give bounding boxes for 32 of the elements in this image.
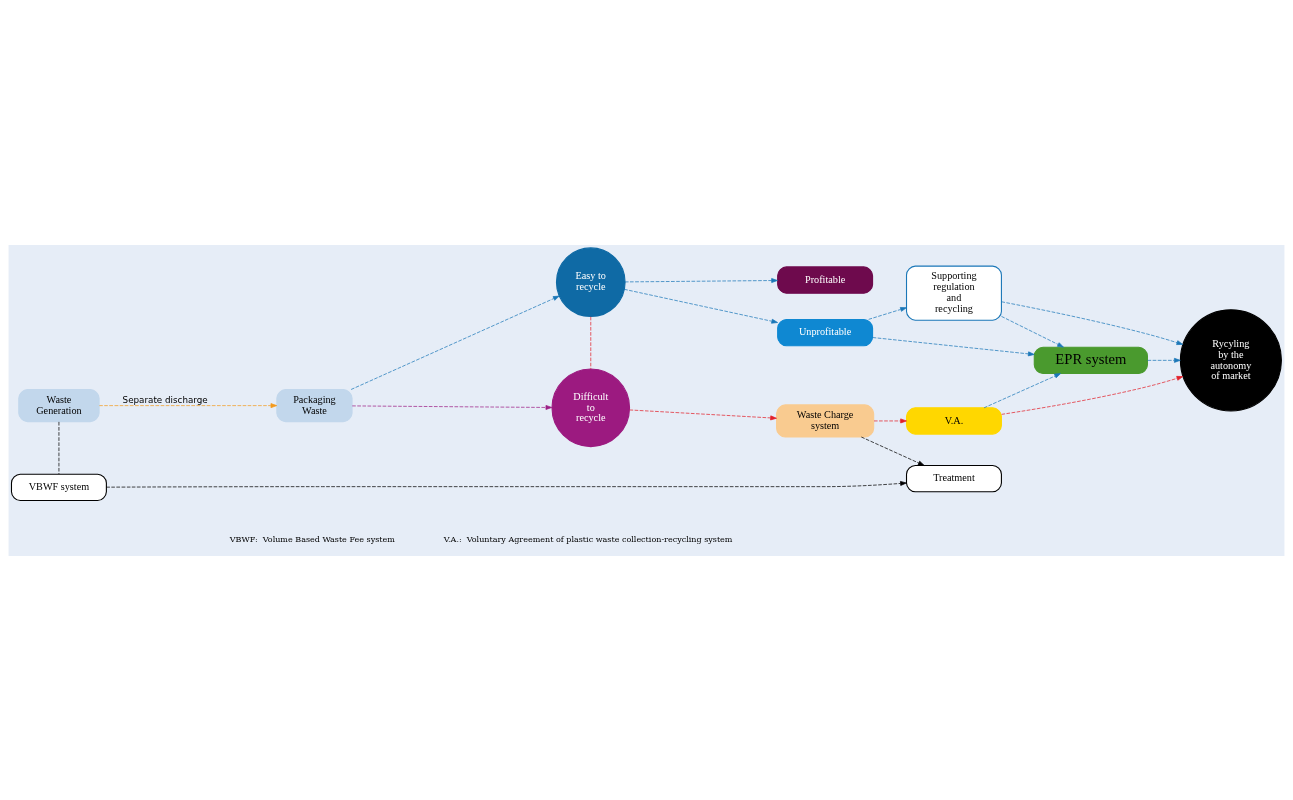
arrow (868, 306, 907, 320)
connector (590, 315, 592, 369)
node-circle: Rycyling by the autonomy of market (1179, 308, 1282, 411)
arrow (1147, 357, 1181, 363)
arrow (351, 404, 553, 410)
node-box: Profitable (777, 265, 874, 294)
arrow (624, 288, 778, 324)
arrow (1001, 300, 1184, 345)
node-box: Unprofitable (777, 318, 874, 346)
arrow (873, 418, 907, 423)
arrow (872, 336, 1035, 356)
node-box: Supporting regulation and recycling (905, 265, 1002, 321)
node-box: Waste Charge system (776, 403, 875, 438)
arrow (99, 402, 278, 408)
node-box: Packaging Waste (276, 388, 353, 422)
node-box: Waste Generation (18, 388, 100, 422)
arrow (1001, 375, 1184, 415)
arrow (983, 372, 1061, 408)
arrow (860, 436, 925, 466)
arrow (1001, 315, 1064, 347)
arrow (106, 480, 907, 488)
node-box: V.A. (905, 406, 1002, 435)
node-circle: Easy to recycle (555, 246, 626, 317)
node-circle: Difficult to recycle (551, 367, 631, 447)
arrow (350, 295, 560, 390)
node-box: EPR system (1033, 346, 1148, 374)
node-box: Treatment (905, 464, 1002, 492)
node-box: VBWF system (10, 473, 107, 501)
arrow (629, 409, 777, 420)
edge-label: Separate discharge (122, 394, 208, 405)
arrow (624, 277, 778, 283)
connector (58, 421, 60, 474)
